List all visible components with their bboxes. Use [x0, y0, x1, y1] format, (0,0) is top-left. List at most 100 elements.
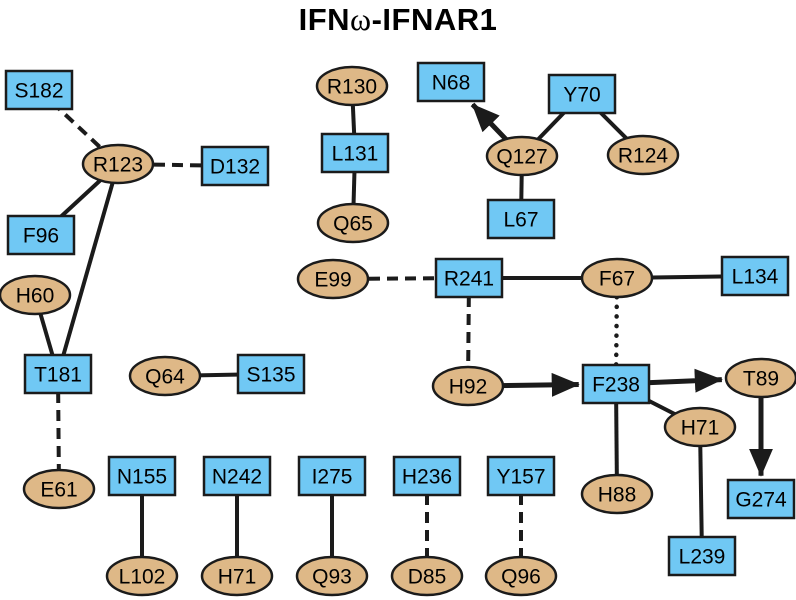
node-Y70-label: Y70	[563, 84, 600, 107]
node-F67-label: F67	[599, 268, 635, 291]
node-Q64: Q64	[128, 355, 202, 397]
edge-R123-T181	[56, 163, 120, 375]
node-R241-label: R241	[444, 268, 494, 291]
node-E61-label: E61	[40, 479, 77, 502]
node-R130-ellipse	[315, 65, 389, 107]
node-H236-label: H236	[402, 466, 452, 489]
node-E99-label: E99	[314, 269, 351, 292]
node-L102: L102	[105, 555, 179, 597]
node-S135-label: S135	[246, 364, 295, 387]
node-H71a: H71	[663, 406, 737, 448]
node-H236-box	[392, 455, 462, 497]
node-L67: L67	[486, 198, 556, 240]
node-E99: E99	[296, 258, 370, 300]
node-Y157-box	[486, 455, 556, 497]
node-D132-label: D132	[210, 156, 260, 179]
node-Y70: Y70	[547, 73, 617, 115]
node-R130: R130	[315, 65, 389, 107]
node-D85-ellipse	[390, 555, 464, 597]
node-N68-box	[416, 61, 486, 103]
node-I275-label: I275	[312, 466, 353, 489]
node-H92: H92	[431, 365, 505, 407]
node-N242-label: N242	[212, 466, 262, 489]
node-E99-ellipse	[296, 258, 370, 300]
node-Y157-label: Y157	[496, 466, 545, 489]
node-F238: F238	[581, 363, 651, 405]
node-R123-ellipse	[81, 143, 155, 185]
node-E61: E61	[22, 468, 96, 510]
node-G274: G274	[726, 478, 796, 520]
node-H60-label: H60	[16, 285, 55, 308]
node-L134: L134	[720, 255, 790, 297]
node-H88-label: H88	[598, 484, 637, 507]
node-N155-label: N155	[117, 466, 167, 489]
node-R241-box	[434, 257, 504, 299]
node-L131: L131	[320, 132, 390, 174]
node-N242-box	[202, 455, 272, 497]
node-L131-label: L131	[332, 143, 379, 166]
node-H88-ellipse	[580, 473, 654, 515]
node-Q65-label: Q65	[333, 213, 373, 236]
node-Q64-ellipse	[128, 355, 202, 397]
node-R130-label: R130	[327, 76, 377, 99]
node-D132: D132	[200, 145, 270, 187]
node-L239-box	[667, 535, 737, 577]
node-Q93: Q93	[295, 555, 369, 597]
node-F67-ellipse	[580, 257, 654, 299]
node-T181-label: T181	[34, 364, 82, 387]
node-L102-label: L102	[119, 566, 166, 589]
node-Q96: Q96	[484, 555, 558, 597]
node-F67: F67	[580, 257, 654, 299]
node-F96-box	[6, 214, 76, 256]
node-Q127-label: Q127	[496, 146, 547, 169]
node-Q65-ellipse	[316, 202, 390, 244]
node-D85-label: D85	[408, 566, 447, 589]
node-T181-box	[23, 353, 93, 395]
node-Q64-label: Q64	[145, 366, 185, 389]
node-F96-label: F96	[23, 225, 59, 248]
node-L67-box	[486, 198, 556, 240]
edge-H71a-L239	[698, 426, 704, 557]
node-T89-ellipse	[724, 357, 796, 399]
node-T181: T181	[23, 353, 93, 395]
node-H92-label: H92	[449, 376, 488, 399]
node-S135: S135	[236, 353, 306, 395]
node-N68: N68	[416, 61, 486, 103]
node-F238-label: F238	[592, 374, 640, 397]
node-L134-box	[720, 255, 790, 297]
node-Q127-ellipse	[485, 135, 559, 177]
node-Y70-box	[547, 73, 617, 115]
node-H60-ellipse	[0, 274, 72, 316]
node-N155-box	[107, 455, 177, 497]
node-F238-box	[581, 363, 651, 405]
node-L131-box	[320, 132, 390, 174]
node-Q93-ellipse	[295, 555, 369, 597]
node-T89: T89	[724, 357, 796, 399]
node-L102-ellipse	[105, 555, 179, 597]
node-L67-label: L67	[503, 209, 538, 232]
node-Q96-ellipse	[484, 555, 558, 597]
node-Q96-label: Q96	[501, 566, 541, 589]
node-S135-box	[236, 353, 306, 395]
node-F96: F96	[6, 214, 76, 256]
node-S182-box	[4, 69, 74, 111]
node-D132-box	[200, 145, 270, 187]
node-R124: R124	[606, 134, 680, 176]
node-N155: N155	[107, 455, 177, 497]
node-Q127: Q127	[485, 135, 559, 177]
node-H71b-label: H71	[218, 566, 257, 589]
node-G274-box	[726, 478, 796, 520]
node-S182: S182	[4, 69, 74, 111]
node-D85: D85	[390, 555, 464, 597]
node-G274-label: G274	[735, 489, 787, 512]
node-H71a-ellipse	[663, 406, 737, 448]
node-R241: R241	[434, 257, 504, 299]
node-T89-label: T89	[743, 368, 779, 391]
node-H92-ellipse	[431, 365, 505, 407]
node-L134-label: L134	[732, 266, 779, 289]
node-E61-ellipse	[22, 468, 96, 510]
node-R123-label: R123	[93, 154, 143, 177]
